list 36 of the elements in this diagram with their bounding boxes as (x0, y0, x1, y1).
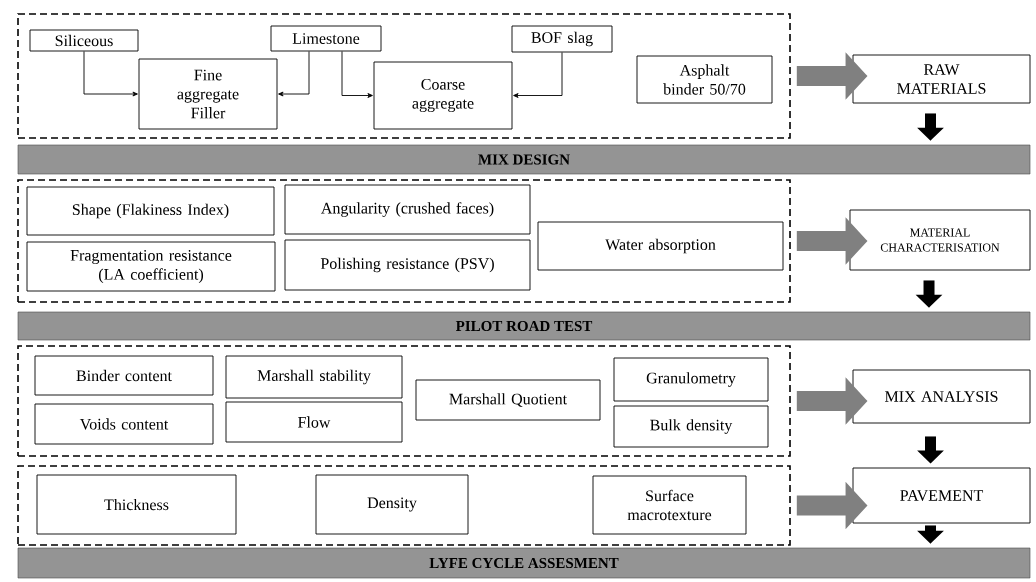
process-box: Bulk density (613, 405, 769, 448)
dashed-group-frame (17, 13, 791, 139)
dashed-group-frame (17, 345, 791, 457)
process-box: MIX ANALYSIS (852, 369, 1031, 424)
process-box: Siliceous (29, 29, 139, 52)
process-box: Granulometry (613, 357, 769, 402)
process-box: Surface macrotexture (592, 475, 747, 535)
process-box: Marshall stability (225, 355, 403, 399)
process-box: Fine aggregate Filler (138, 58, 278, 130)
process-box: Polishing resistance (PSV) (284, 239, 531, 291)
process-box: Limestone (270, 25, 382, 52)
process-box: MATERIAL CHARACTERISATION (849, 209, 1031, 271)
arrow (341, 51, 373, 98)
process-box: Density (315, 474, 469, 535)
process-box: Binder content (34, 355, 214, 396)
process-box: BOF slag (511, 25, 613, 53)
process-box: Marshall Quotient (415, 379, 601, 421)
section-band: MIX DESIGN (17, 144, 1031, 175)
process-box: Water absorption (537, 221, 784, 271)
dashed-group-frame (17, 465, 791, 546)
process-box: Voids content (34, 403, 214, 445)
process-box: Coarse aggregate (373, 61, 513, 130)
process-box: Shape (Flakiness Index) (26, 186, 275, 236)
process-box: Fragmentation resistance (LA coefficient) (26, 241, 276, 292)
dashed-group-frame (17, 179, 791, 303)
arrow (278, 51, 310, 97)
arrow (83, 51, 138, 97)
process-box: Asphalt binder 50/70 (636, 55, 773, 104)
process-box: Angularity (crushed faces) (284, 184, 531, 235)
process-box: Thickness (36, 474, 237, 535)
section-band: PILOT ROAD TEST (17, 311, 1031, 341)
process-box: RAW MATERIALS (852, 54, 1031, 104)
process-box: Flow (225, 401, 403, 443)
process-box: PAVEMENT (852, 467, 1031, 524)
section-band: LYFE CYCLE ASSESMENT (17, 547, 1031, 579)
arrow (513, 52, 563, 98)
